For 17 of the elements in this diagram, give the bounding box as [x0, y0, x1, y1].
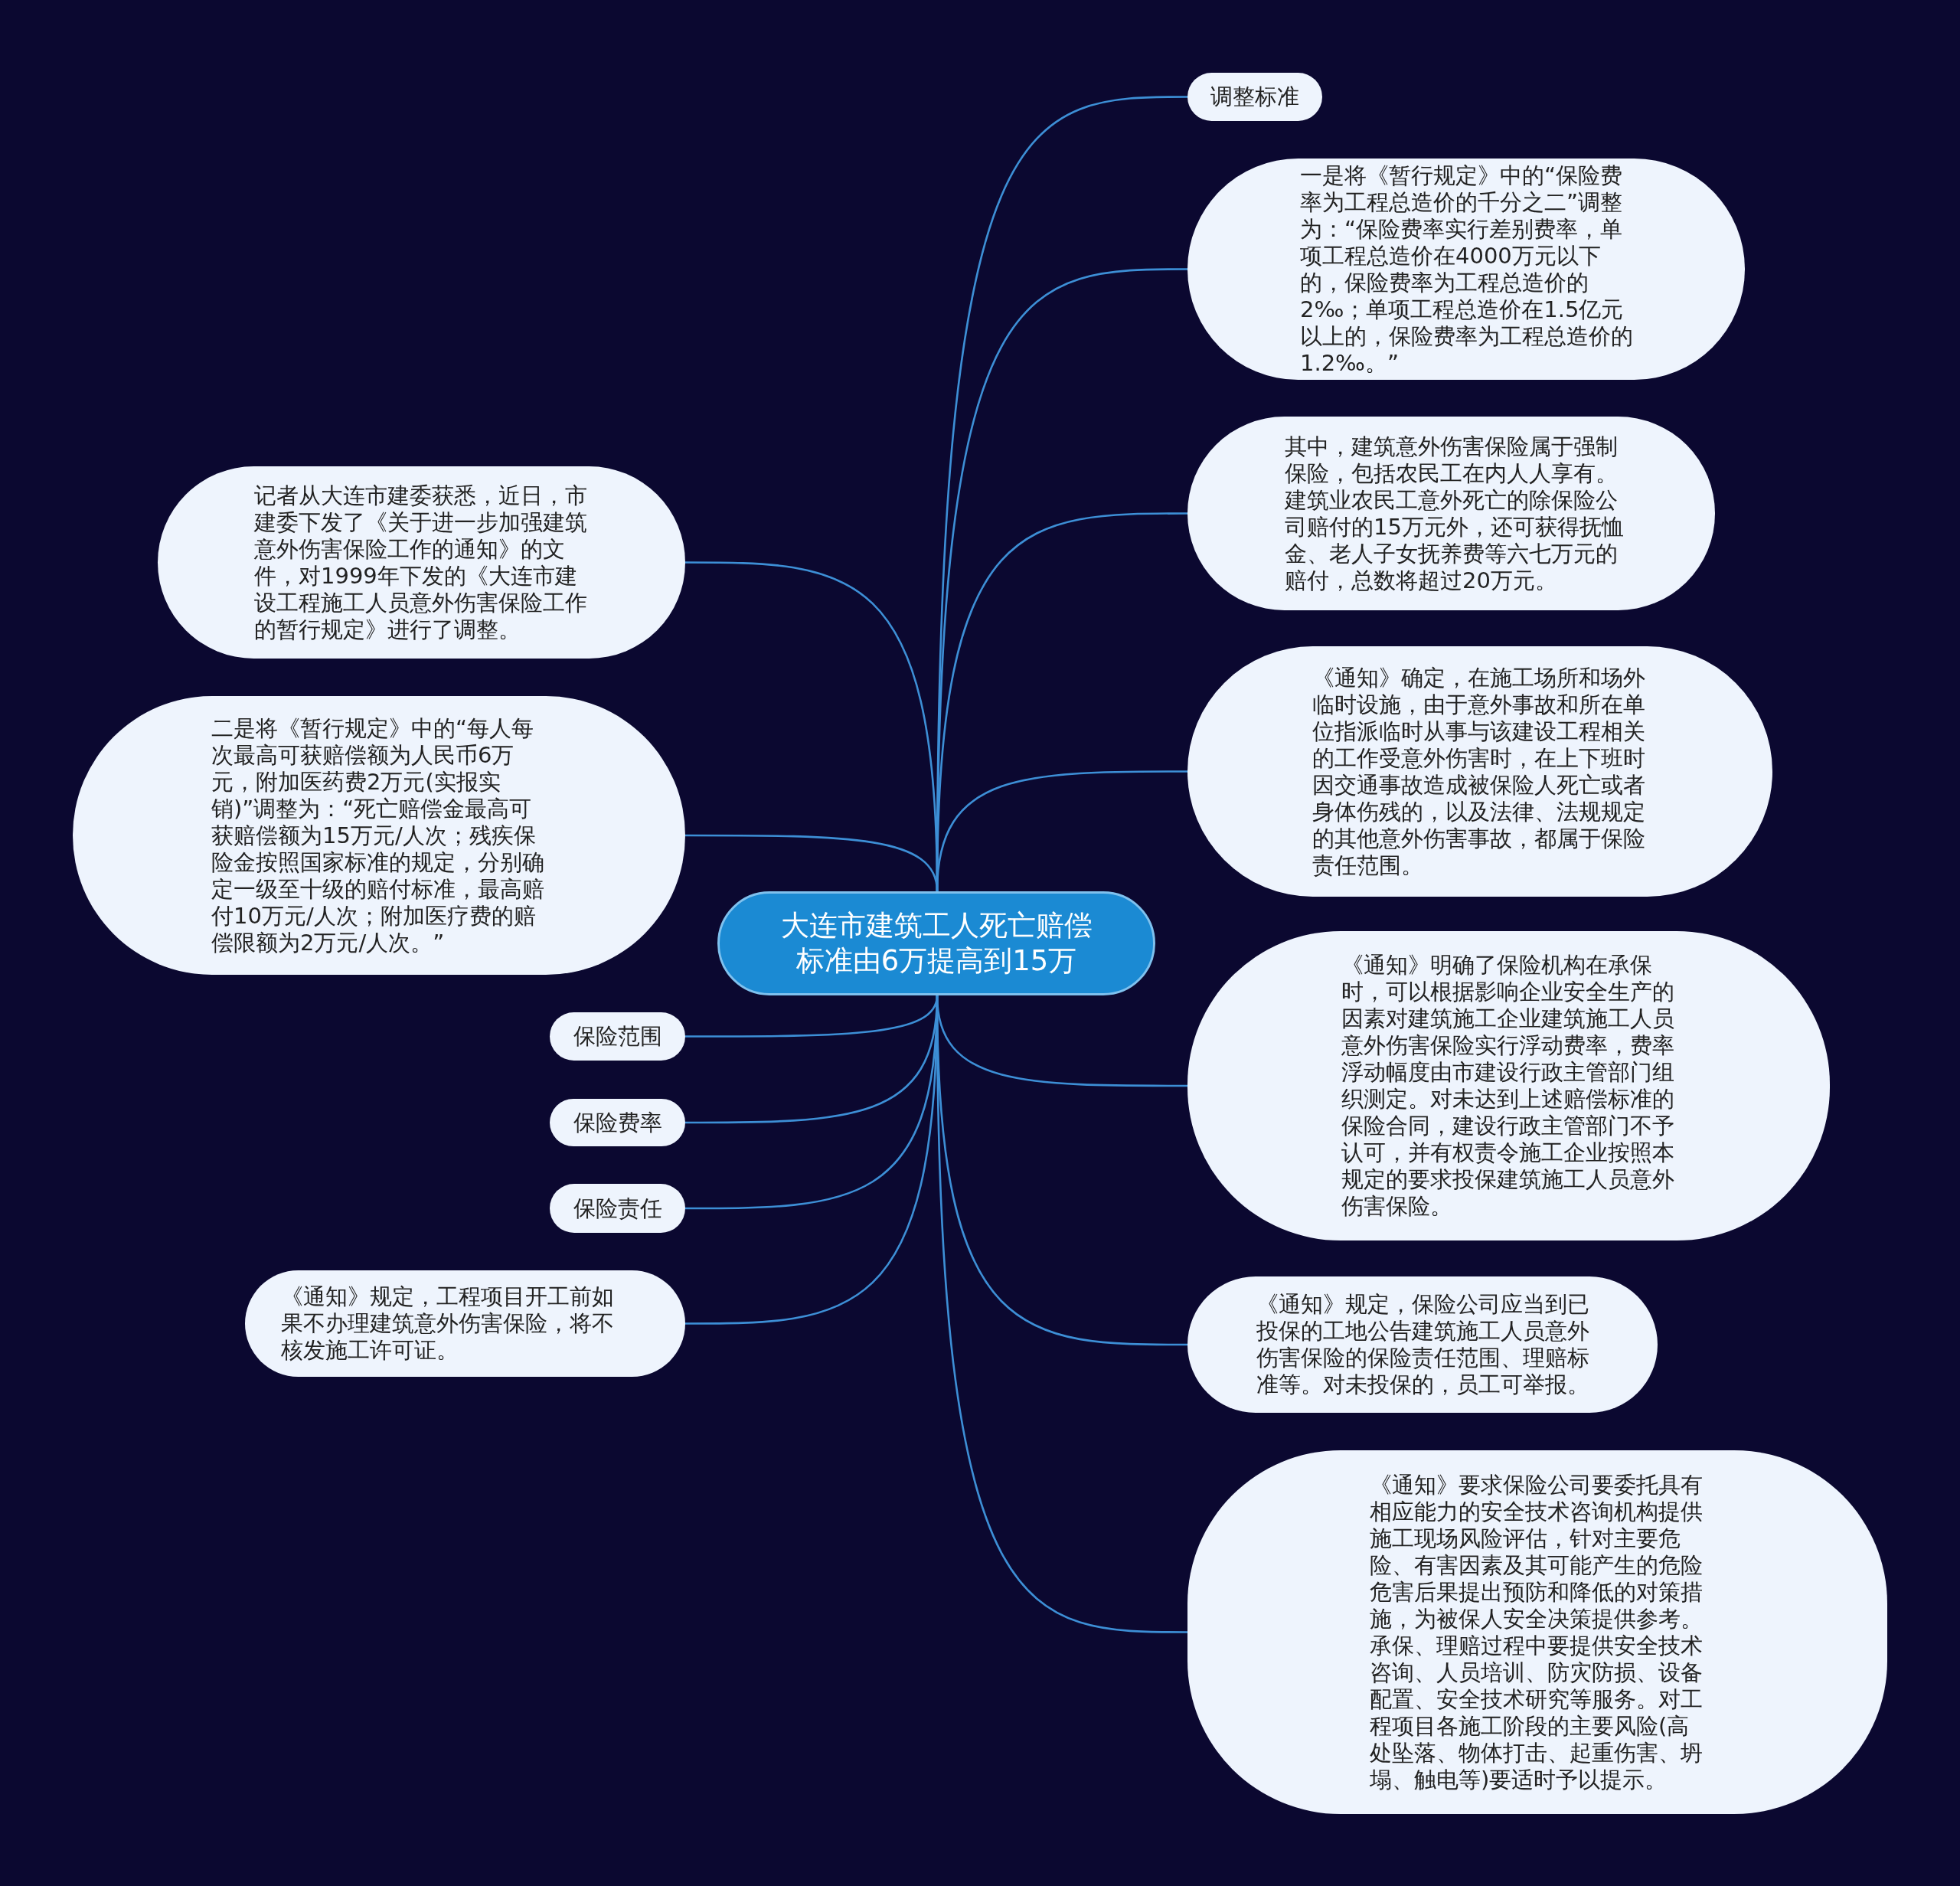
connector-line — [685, 995, 939, 1038]
topic-text: 调整标准 — [1210, 83, 1299, 110]
topic-text: 保险责任 — [573, 1195, 662, 1222]
topic-text: 《通知》明确了保险机构在承保时，可以根据影响企业安全生产的因素对建筑施工企业建筑施工人员意外伤害保险实行浮动费率，费率浮动幅度由市建设行政主管部门组织测定。对未达到上述赔偿标准的保险合同，建设行政主管部门不予认可，并有权责令施工企业按照本规定的要求投保建筑施工人员意外伤害保险。 — [1341, 952, 1675, 1220]
topic-text: 《通知》要求保险公司要委托具有相应能力的安全技术咨询机构提供施工现场风险评估，针对主要危险、有害因素及其可能产生的危险危害后果提出预防和降低的对策措施，为被保人安全决策提供参考。承保、理赔过程中要提供安全技术咨询、人员培训、防灾防损、设备配置、安全技术研究等服务。对工程项目各施工阶段的主要风险(高处坠落、物体打击、起重伤害、坍塌、触电等)要适时予以提示。 — [1370, 1471, 1704, 1793]
topic-text: 《通知》规定，保险公司应当到已投保的工地公告建筑施工人员意外伤害保险的保险责任范围、理赔标准等。对未投保的，员工可举报。 — [1256, 1291, 1590, 1398]
topic-text: 其中，建筑意外伤害保险属于强制保险，包括农民工在内人人享有。建筑业农民工意外死亡的除保险公司赔付的15万元外，还可获得抚恤金、老人子女抚养费等六七万元的赔付，总数将超过20万元。 — [1285, 433, 1625, 594]
topic-text: 保险范围 — [573, 1023, 662, 1050]
topic-text: 二是将《暂行规定》中的“每人每次最高可获赔偿额为人民币6万元，附加医药费2万元(实报实销)”调整为：“死亡赔偿金最高可获赔偿额为15万元/人次；残疾保险金按照国家标准的规定，分别确定一级至十级的赔付标准，最高赔付10万元/人次；附加医疗费的赔偿限额为2万元/人次。” — [211, 714, 545, 956]
topic-text: 一是将《暂行规定》中的“保险费率为工程总造价的千分之二”调整为：“保险费率实行差别费率，单项工程总造价在4000万元以下的，保险费率为工程总造价的2‰；单项工程总造价在1.5亿元以上的，保险费率为工程总造价的1.2‰。” — [1300, 162, 1634, 377]
topic-text: 保险费率 — [573, 1109, 662, 1136]
topic-text: 《通知》确定，在施工场所和场外临时设施，由于意外事故和所在单位指派临时从事与该建设工程相关的工作受意外伤害时，在上下班时因交通事故造成被保险人死亡或者身体伤残的，以及法律、法规规定的其他意外伤害事故，都属于保险责任范围。 — [1312, 664, 1646, 879]
topic-title: 大连市建筑工人死亡赔偿标准由6万提高到15万 — [779, 908, 1093, 979]
connector-line — [685, 995, 939, 1325]
topic-text: 《通知》规定，工程项目开工前如果不办理建筑意外伤害保险，将不核发施工许可证。 — [281, 1283, 615, 1364]
connector-line — [685, 834, 939, 892]
topic-text: 记者从大连市建委获悉，近日，市建委下发了《关于进一步加强建筑意外伤害保险工作的通知》的文件，对1999年下发的《大连市建设工程施工人员意外伤害保险工作的暂行规定》进行了调整。 — [254, 482, 588, 643]
